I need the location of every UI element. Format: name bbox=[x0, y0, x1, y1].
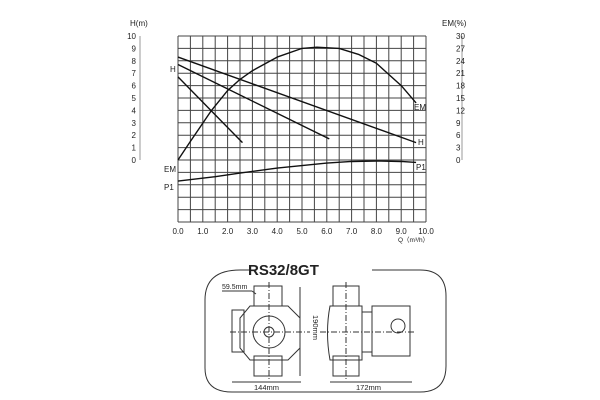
right-tick-label: 15 bbox=[456, 94, 465, 103]
left-tick-label: 2 bbox=[132, 131, 137, 140]
left-tick-label: 3 bbox=[132, 119, 137, 128]
pump-drawing: RS32/8GT 59.5mm 190mm 144mm 172mm bbox=[204, 262, 447, 393]
left-tick-label: 6 bbox=[132, 82, 137, 91]
right-tick-label: 6 bbox=[456, 131, 461, 140]
x-tick-label: 5.0 bbox=[296, 227, 308, 236]
left-tick-label: 9 bbox=[132, 44, 137, 53]
left-tick-label: 10 bbox=[127, 32, 136, 41]
curve-label-p1-right: P1 bbox=[416, 163, 426, 172]
right-tick-label: 21 bbox=[456, 69, 465, 78]
left-tick-label: 5 bbox=[132, 94, 137, 103]
right-tick-label: 9 bbox=[456, 119, 461, 128]
right-tick-label: 27 bbox=[456, 44, 465, 53]
pump-side-view bbox=[320, 282, 415, 380]
right-tick-label: 0 bbox=[456, 156, 461, 165]
x-axis-label: Q（m³/h） bbox=[398, 236, 429, 244]
front-width-dimension: 144mm bbox=[254, 383, 279, 392]
curve-label-h-right: H bbox=[418, 138, 424, 147]
drawing-frame bbox=[204, 269, 447, 393]
right-tick-label: 18 bbox=[456, 82, 465, 91]
left-tick-label: 7 bbox=[132, 69, 137, 78]
curve-h1 bbox=[177, 63, 330, 140]
port-dimension: 59.5mm bbox=[222, 284, 247, 291]
x-tick-label: 8.0 bbox=[371, 227, 383, 236]
grid bbox=[177, 35, 427, 223]
x-tick-label: 9.0 bbox=[396, 227, 408, 236]
side-width-dimension: 172mm bbox=[356, 383, 381, 392]
right-tick-label: 3 bbox=[456, 144, 461, 153]
right-tick-label: 30 bbox=[456, 32, 465, 41]
x-tick-label: 7.0 bbox=[346, 227, 358, 236]
left-tick-label: 0 bbox=[132, 156, 137, 165]
right-axis-label: EM(%) bbox=[442, 19, 467, 28]
x-tick-label: 2.0 bbox=[222, 227, 234, 236]
x-tick-label: 10.0 bbox=[418, 227, 434, 236]
pump-front-view bbox=[230, 282, 310, 380]
model-title: RS32/8GT bbox=[248, 262, 319, 279]
left-tick-label: 1 bbox=[132, 144, 137, 153]
x-tick-label: 0.0 bbox=[172, 227, 184, 236]
curve-p1 bbox=[177, 160, 417, 182]
x-tick-label: 3.0 bbox=[247, 227, 259, 236]
right-tick-label: 12 bbox=[456, 106, 465, 115]
x-tick-label: 6.0 bbox=[321, 227, 333, 236]
curve-h bbox=[177, 56, 417, 144]
curve-label-h-left: H bbox=[170, 65, 176, 74]
x-tick-label: 4.0 bbox=[272, 227, 284, 236]
curve-h2 bbox=[177, 76, 243, 144]
curve-label-em-left: EM bbox=[164, 165, 176, 174]
left-tick-label: 8 bbox=[132, 57, 137, 66]
curve-em bbox=[177, 46, 417, 161]
left-tick-label: 4 bbox=[132, 106, 137, 115]
x-tick-label: 1.0 bbox=[197, 227, 209, 236]
height-dimension: 190mm bbox=[311, 315, 320, 340]
curve-label-p1-left: P1 bbox=[164, 183, 174, 192]
left-axis-label: H(m) bbox=[130, 19, 148, 28]
right-tick-label: 24 bbox=[456, 57, 465, 66]
curve-label-em-right: EM bbox=[414, 103, 426, 112]
